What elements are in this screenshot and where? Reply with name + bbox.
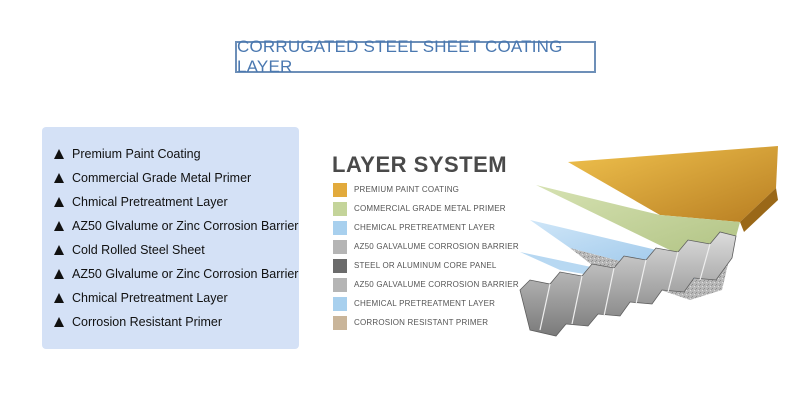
legend-label: CORROSION RESISTANT PRIMER [354,318,489,327]
legend-row: AZ50 GALVALUME CORROSION BARRIER [333,237,519,256]
legend-swatch [333,315,347,330]
list-item: AZ50 Glvalume or Zinc Corrosion Barrier [42,214,299,238]
legend-label: CHEMICAL PRETREATMENT LAYER [354,299,496,308]
legend-swatch [333,220,347,235]
triangle-bullet-icon [54,293,64,303]
layer-legend: PREMIUM PAINT COATING COMMERCIAL GRADE M… [333,180,519,332]
paint-coating-edge [740,188,778,232]
legend-swatch [333,201,347,216]
legend-row: CHEMICAL PRETREATMENT LAYER [333,218,519,237]
legend-row: COMMERCIAL GRADE METAL PRIMER [333,199,519,218]
title-box: CORRUGATED STEEL SHEET COATING LAYER [235,37,596,76]
legend-title: LAYER SYSTEM [332,152,508,177]
triangle-bullet-icon [54,197,64,207]
list-item-label: Chmical Pretreatment Layer [72,195,228,209]
corrugated-steel-core [519,231,737,337]
legend-label: PREMIUM PAINT COATING [354,185,460,194]
legend-row: AZ50 GALVALUME CORROSION BARRIER [333,275,519,294]
legend-label: AZ50 GALVALUME CORROSION BARRIER [354,242,519,251]
legend-row: CHEMICAL PRETREATMENT LAYER [333,294,519,313]
legend-swatch [333,277,347,292]
triangle-bullet-icon [54,221,64,231]
triangle-bullet-icon [54,269,64,279]
legend-swatch [333,182,347,197]
legend-label: AZ50 GALVALUME CORROSION BARRIER [354,280,519,289]
paint-coating-layer [568,146,778,222]
list-item: Corrosion Resistant Primer [42,310,299,334]
list-item-label: Commercial Grade Metal Primer [72,171,252,185]
legend-row: PREMIUM PAINT COATING [333,180,519,199]
legend-label: STEEL OR ALUMINUM CORE PANEL [354,261,497,270]
list-item-label: AZ50 Glvalume or Zinc Corrosion Barrier [72,219,299,233]
triangle-bullet-icon [54,317,64,327]
legend-row: CORROSION RESISTANT PRIMER [333,313,519,332]
legend-swatch [333,296,347,311]
legend-swatch [333,239,347,254]
layer-list-panel: Premium Paint Coating Commercial Grade M… [42,127,299,349]
legend-row: STEEL OR ALUMINUM CORE PANEL [333,256,519,275]
list-item-label: Chmical Pretreatment Layer [72,291,228,305]
primer-layer [536,185,740,256]
list-item: AZ50 Glvalume or Zinc Corrosion Barrier [42,262,299,286]
legend-label: CHEMICAL PRETREATMENT LAYER [354,223,496,232]
list-item-label: Corrosion Resistant Primer [72,315,223,329]
page-title: CORRUGATED STEEL SHEET COATING LAYER [237,37,563,76]
triangle-bullet-icon [54,245,64,255]
list-item: Chmical Pretreatment Layer [42,286,299,310]
list-item: Cold Rolled Steel Sheet [42,238,299,262]
corrugation-ridges [539,243,711,331]
legend-label: COMMERCIAL GRADE METAL PRIMER [354,204,506,213]
list-item-label: Cold Rolled Steel Sheet [72,243,205,257]
list-item-label: AZ50 Glvalume or Zinc Corrosion Barrier [72,267,299,281]
triangle-bullet-icon [54,149,64,159]
list-item: Premium Paint Coating [42,142,299,166]
legend-swatch [333,258,347,273]
list-item: Commercial Grade Metal Primer [42,166,299,190]
list-item-label: Premium Paint Coating [72,147,201,161]
triangle-bullet-icon [54,173,64,183]
list-item: Chmical Pretreatment Layer [42,190,299,214]
layer-stack-illustration [519,146,778,337]
